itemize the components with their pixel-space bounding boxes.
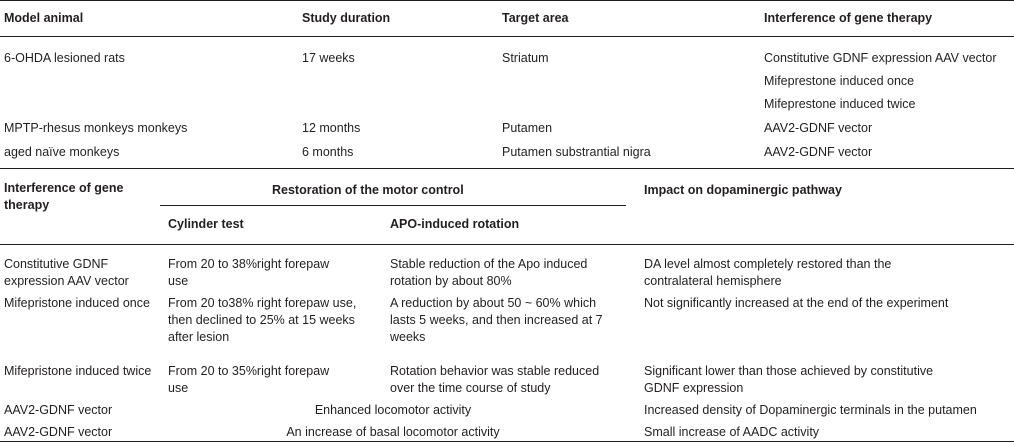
t2-header-apo: APO-induced rotation: [390, 217, 520, 231]
t2-cell-interference: Constitutive GDNF expression AAV vector: [4, 257, 129, 288]
t1-cell-interference: AAV2-GDNF vector: [764, 145, 873, 159]
t1-cell-target: Putamen substrantial nigra: [502, 145, 651, 159]
t2-header-group-motor-control: Restoration of the motor control: [272, 183, 464, 197]
t1-header-model-animal: Model animal: [4, 11, 84, 25]
t1-cell-interference: AAV2-GDNF vector: [764, 121, 873, 135]
t1-cell-interference: Constitutive GDNF expression AAV vector: [764, 51, 997, 65]
t2-cell-cylinder: From 20 to38% right forepaw use, then de…: [168, 296, 357, 344]
t2-cell-interference: AAV2-GDNF vector: [4, 425, 113, 439]
t1-cell-duration: 12 months: [302, 121, 361, 135]
t2-cell-motor-merged: Enhanced locomotor activity: [314, 403, 472, 417]
t2-group-rule: [160, 205, 626, 206]
t2-cell-interference: AAV2-GDNF vector: [4, 403, 113, 417]
t1-header-target-area: Target area: [502, 11, 569, 25]
table-2-header-rule: [0, 244, 1014, 245]
t2-cell-impact: Not significantly increased at the end o…: [644, 296, 949, 310]
t2-cell-cylinder: From 20 to 35%right forepaw use: [168, 364, 330, 395]
t1-cell-duration: 6 months: [302, 145, 354, 159]
t1-cell-interference: Mifeprestone induced twice: [764, 97, 916, 111]
t2-cell-interference: Mifepristone induced twice: [4, 364, 152, 378]
t1-cell-model: MPTP-rhesus monkeys monkeys: [4, 121, 188, 135]
t1-cell-duration: 17 weeks: [302, 51, 355, 65]
t1-cell-model: 6-OHDA lesioned rats: [4, 51, 125, 65]
t1-header-interference: Interference of gene therapy: [764, 11, 933, 25]
t2-cell-apo: Rotation behavior was stable reduced ove…: [390, 364, 600, 395]
t2-header-cylinder: Cylinder test: [168, 217, 244, 231]
t1-cell-interference: Mifeprestone induced once: [764, 74, 915, 88]
t1-header-study-duration: Study duration: [302, 11, 391, 25]
t2-cell-impact: Significant lower than those achieved by…: [644, 364, 934, 395]
t2-cell-interference: Mifepristone induced once: [4, 296, 150, 310]
t2-cell-impact: Small increase of AADC activity: [644, 425, 820, 439]
t1-cell-model: aged naïve monkeys: [4, 145, 120, 159]
t2-cell-impact: Increased density of Dopaminergic termin…: [644, 403, 977, 417]
t2-cell-cylinder: From 20 to 38%right forepaw use: [168, 257, 330, 288]
table-1-bottom-rule: [0, 168, 1014, 169]
table-1-header-rule: [0, 36, 1014, 37]
t2-header-interference: Interference of gene therapy: [4, 181, 124, 212]
t2-header-impact: Impact on dopaminergic pathway: [644, 183, 842, 197]
t2-cell-impact: DA level almost completely restored than…: [644, 257, 892, 288]
t2-cell-motor-merged: An increase of basal locomotor activity: [286, 425, 500, 439]
t2-cell-apo: Stable reduction of the Apo induced rota…: [390, 257, 588, 288]
table-1-top-rule: [0, 0, 1014, 1]
t1-cell-target: Striatum: [502, 51, 549, 65]
t1-cell-target: Putamen: [502, 121, 553, 135]
t2-cell-apo: A reduction by about 50 ~ 60% which last…: [390, 296, 603, 344]
